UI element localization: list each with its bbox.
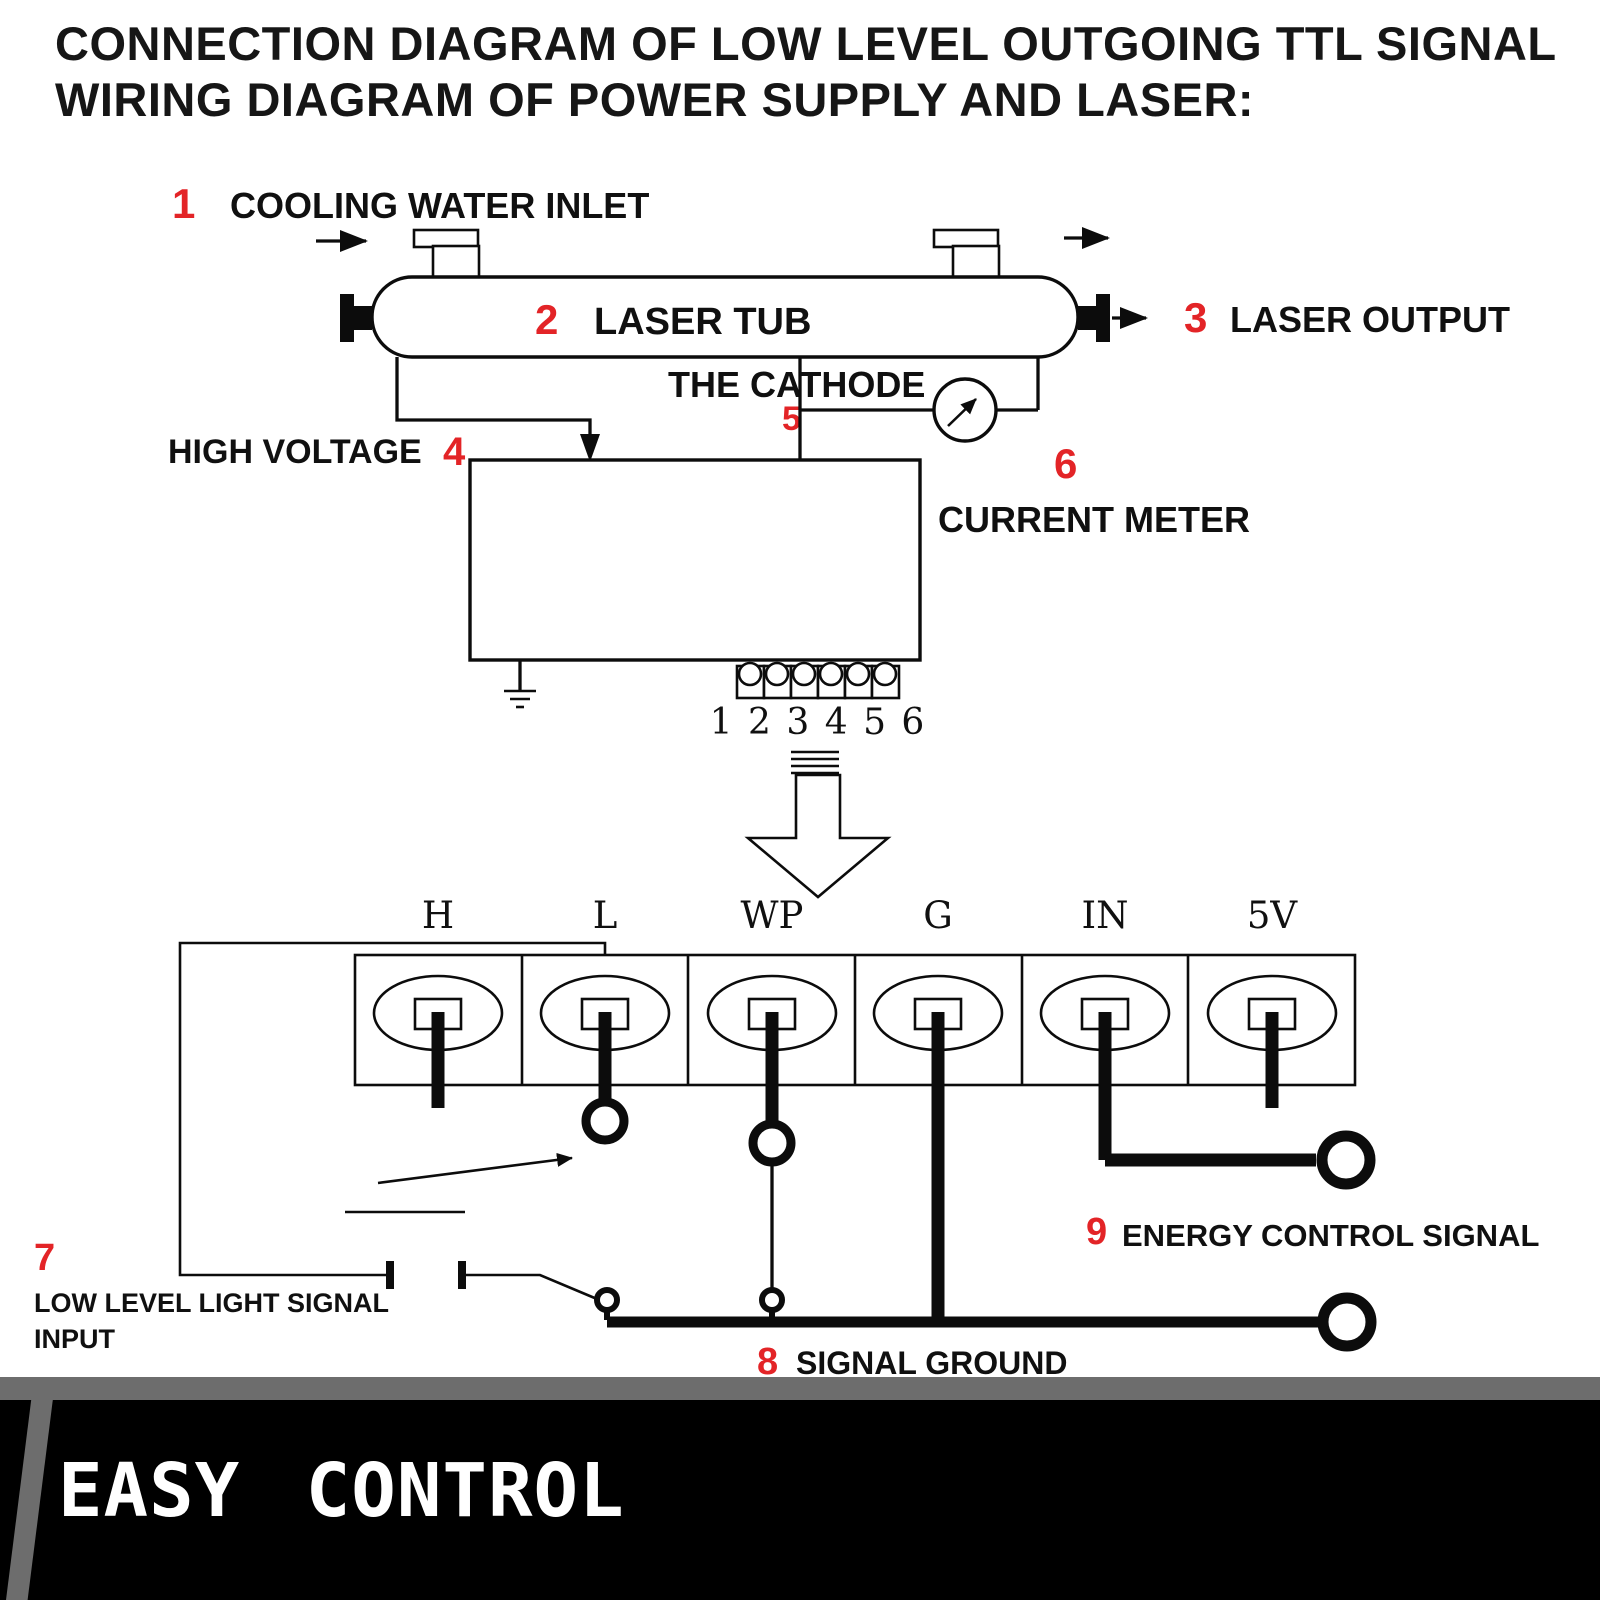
callout-5-number: 5 bbox=[782, 400, 801, 438]
cable-hatch bbox=[791, 750, 839, 775]
label-current-meter: CURRENT METER bbox=[938, 499, 1250, 540]
banner-black-bar: EASY CONTROL bbox=[0, 1400, 1600, 1600]
high-voltage-arrowhead bbox=[580, 434, 600, 462]
laser-tube-right-connector bbox=[1078, 294, 1110, 342]
terminal-label-h: H bbox=[422, 894, 454, 937]
connector-ring-wp bbox=[748, 1119, 796, 1167]
switch-contact-right bbox=[458, 1261, 466, 1289]
switch-action-arrow bbox=[377, 1152, 573, 1185]
banner-title: EASY CONTROL bbox=[58, 1448, 625, 1534]
callout-7-number: 7 bbox=[34, 1237, 55, 1279]
callout-4-number: 4 bbox=[443, 430, 466, 474]
connector-ring-l bbox=[581, 1097, 629, 1145]
water-outlet-pipe bbox=[932, 228, 1001, 279]
pin-g-ground-wire bbox=[931, 1012, 945, 1322]
callout-9-number: 9 bbox=[1086, 1211, 1107, 1253]
label-low-level-input: INPUT bbox=[34, 1324, 116, 1354]
input-switch bbox=[345, 1152, 598, 1301]
banner-diagonal-accent bbox=[6, 1400, 53, 1600]
power-supply-terminal-block bbox=[735, 661, 901, 700]
power-supply-box bbox=[468, 458, 922, 662]
terminal-label-in: IN bbox=[1082, 894, 1129, 937]
switch-output-wire bbox=[466, 1273, 598, 1301]
bottom-banner: EASY CONTROL bbox=[0, 1377, 1600, 1600]
terminal-strip bbox=[353, 953, 1357, 1087]
current-meter bbox=[932, 377, 998, 443]
laser-tube-left-connector bbox=[340, 294, 372, 342]
down-arrow bbox=[744, 773, 892, 899]
switch-contact-left bbox=[386, 1261, 394, 1289]
pin-5v bbox=[1265, 1012, 1279, 1108]
label-laser-output: LASER OUTPUT bbox=[1230, 299, 1510, 340]
callout-8-number: 8 bbox=[757, 1341, 778, 1383]
callout-1-number: 1 bbox=[172, 180, 195, 227]
high-voltage-wire bbox=[395, 357, 592, 436]
water-inlet-pipe bbox=[412, 228, 481, 279]
pin-h bbox=[431, 1012, 445, 1108]
wp-bus-ring bbox=[759, 1287, 785, 1313]
pin-wp bbox=[765, 1012, 779, 1122]
title-line-2: WIRING DIAGRAM OF POWER SUPPLY AND LASER… bbox=[55, 73, 1255, 127]
pin-in bbox=[1098, 1012, 1112, 1160]
terminal-label-l: L bbox=[593, 894, 618, 937]
ground-bus-ring bbox=[1317, 1292, 1377, 1352]
terminal-label-g: G bbox=[923, 894, 953, 937]
label-high-voltage: HIGH VOLTAGE bbox=[168, 433, 422, 471]
terminal-label-wp: WP bbox=[741, 894, 804, 937]
callout-3-number: 3 bbox=[1184, 294, 1207, 341]
energy-control-ring bbox=[1316, 1130, 1376, 1190]
label-energy-control-signal: ENERGY CONTROL SIGNAL bbox=[1122, 1218, 1539, 1253]
terminal-pins-and-wires bbox=[431, 1012, 1377, 1352]
label-laser-tub: LASER TUB bbox=[594, 301, 811, 343]
label-the-cathode: THE CATHODE bbox=[668, 364, 925, 405]
label-low-level-light-signal: LOW LEVEL LIGHT SIGNAL bbox=[34, 1288, 389, 1318]
banner-gray-strip bbox=[0, 1377, 1600, 1400]
label-cooling-water-inlet: COOLING WATER INLET bbox=[230, 185, 649, 226]
callout-2-number: 2 bbox=[535, 296, 558, 343]
terminal-label-5v: 5V bbox=[1247, 894, 1299, 937]
terminal-block-numbers: 1 2 3 4 5 6 bbox=[710, 702, 927, 743]
ground-symbol bbox=[504, 660, 536, 709]
page-title: CONNECTION DIAGRAM OF LOW LEVEL OUTGOING… bbox=[55, 16, 1557, 129]
pin-l bbox=[598, 1012, 612, 1100]
title-line-1: CONNECTION DIAGRAM OF LOW LEVEL OUTGOING… bbox=[55, 17, 1557, 70]
label-signal-ground: SIGNAL GROUND bbox=[796, 1345, 1067, 1381]
bus-left-ring bbox=[594, 1287, 620, 1313]
callout-6-number: 6 bbox=[1054, 440, 1077, 487]
